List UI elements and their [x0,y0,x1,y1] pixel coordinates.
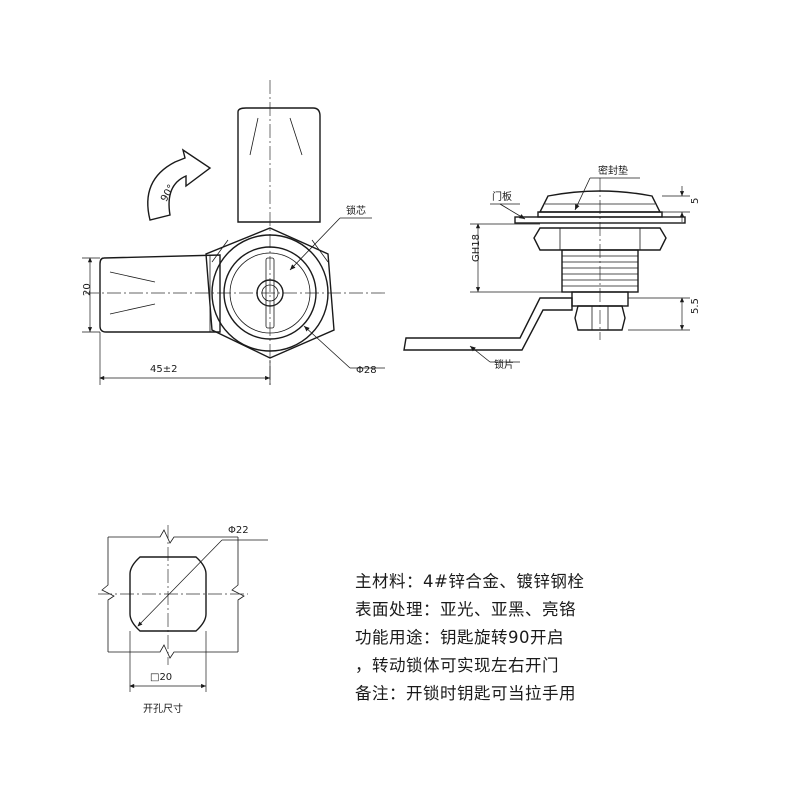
dim-height-label: 20 [82,283,93,296]
lock-core-ring [223,246,317,340]
nut [533,227,667,251]
face-cap [538,190,662,213]
handle-left [99,254,221,333]
front-view: 90° 锁芯 Φ28 20 45±2 [82,80,385,385]
spec-function-cont: ，转动锁体可实现左右开门 [355,656,559,675]
spec-remark: 备注：开锁时钥匙可当拉手用 [355,684,576,703]
hex-body [205,227,335,359]
door-panel [514,216,686,224]
cutout-hole [129,556,207,632]
lock-core-label: 锁芯 [346,204,366,217]
dia28-label: Φ28 [356,365,377,376]
rotation-label: 90° [159,183,177,204]
seal-pad-label: 密封垫 [598,164,628,177]
end-nut [574,305,626,331]
dim-length-label: 45±2 [150,364,177,375]
spec-material: 主材料：4#锌合金、镀锌钢栓 [355,572,585,591]
dim-55-label: 5.5 [690,298,701,314]
cutout-dia-label: Φ22 [228,525,249,536]
lock-plate [403,297,573,351]
spec-surface: 表面处理：亚光、亚黑、亮铬 [355,600,576,619]
outer-ring [211,234,329,352]
dim-5-label: 5 [690,198,701,204]
lock-plate-label: 锁片 [494,358,514,371]
thread-label: GH18 [471,234,482,262]
door-panel-label: 门板 [492,190,512,203]
side-view: 密封垫 门板 锁片 GH18 5 5.5 [403,164,701,371]
cutout-view: Φ22 □20 开孔尺寸 [98,525,268,715]
handle-up [237,107,321,223]
cutout-title: 开孔尺寸 [143,702,183,715]
cutout-square-label: □20 [150,672,172,683]
rotation-arrow: 90° [147,148,212,221]
spec-function: 功能用途：钥匙旋转90开启 [355,628,564,647]
